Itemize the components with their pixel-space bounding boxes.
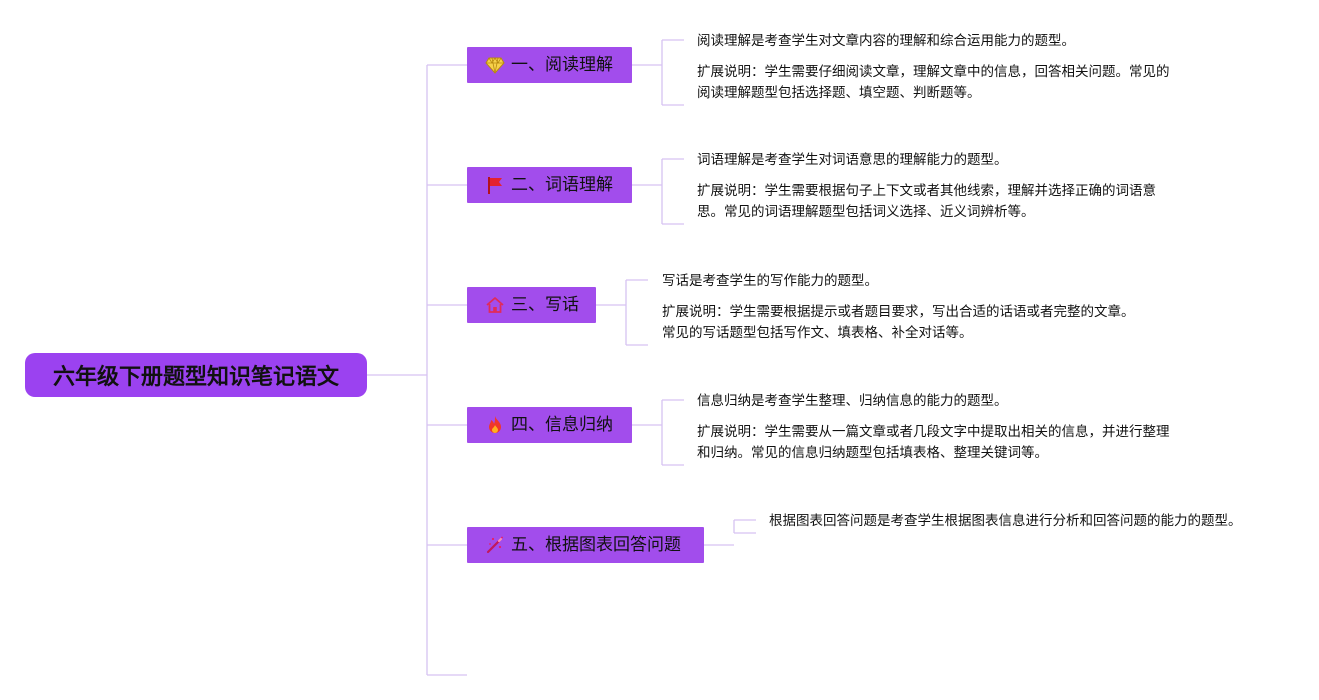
branch-topic-label: 二、词语理解	[511, 175, 613, 195]
note-line: 扩展说明：学生需要从一篇文章或者几段文字中提取出相关的信息，并进行整理	[697, 424, 1170, 440]
note-line: 扩展说明：学生需要根据句子上下文或者其他线索，理解并选择正确的词语意	[697, 183, 1156, 199]
note-line: 阅读理解题型包括选择题、填空题、判断题等。	[697, 85, 981, 101]
note-line: 写话是考查学生的写作能力的题型。	[662, 273, 878, 289]
note-2-1[interactable]: 词语理解是考查学生对词语意思的理解能力的题型。	[697, 150, 1008, 171]
fire-icon	[485, 415, 505, 435]
note-1-2[interactable]: 扩展说明：学生需要仔细阅读文章，理解文章中的信息，回答相关问题。常见的阅读理解题…	[697, 62, 1170, 104]
note-line: 根据图表回答问题是考查学生根据图表信息进行分析和回答问题的能力的题型。	[769, 513, 1242, 529]
flag-icon	[485, 175, 505, 195]
branch-topic-1[interactable]: 一、阅读理解	[467, 47, 632, 83]
note-line: 扩展说明：学生需要仔细阅读文章，理解文章中的信息，回答相关问题。常见的	[697, 64, 1170, 80]
note-line: 常见的写话题型包括写作文、填表格、补全对话等。	[662, 325, 973, 341]
branch-topic-2[interactable]: 二、词语理解	[467, 167, 632, 203]
branch-topic-5[interactable]: 五、根据图表回答问题	[467, 527, 704, 563]
note-3-1[interactable]: 写话是考查学生的写作能力的题型。	[662, 271, 878, 292]
note-line: 思。常见的词语理解题型包括词义选择、近义词辨析等。	[697, 204, 1035, 220]
branch-topic-label: 一、阅读理解	[511, 55, 613, 75]
note-5-1[interactable]: 根据图表回答问题是考查学生根据图表信息进行分析和回答问题的能力的题型。	[769, 511, 1242, 532]
branch-topic-3[interactable]: 三、写话	[467, 287, 596, 323]
note-line: 词语理解是考查学生对词语意思的理解能力的题型。	[697, 152, 1008, 168]
note-line: 扩展说明：学生需要根据提示或者题目要求，写出合适的话语或者完整的文章。	[662, 304, 1135, 320]
branch-topic-4[interactable]: 四、信息归纳	[467, 407, 632, 443]
note-1-1[interactable]: 阅读理解是考查学生对文章内容的理解和综合运用能力的题型。	[697, 31, 1075, 52]
branch-topic-label: 四、信息归纳	[511, 415, 613, 435]
home-icon	[485, 295, 505, 315]
note-line: 和归纳。常见的信息归纳题型包括填表格、整理关键词等。	[697, 445, 1048, 461]
note-4-1[interactable]: 信息归纳是考查学生整理、归纳信息的能力的题型。	[697, 391, 1008, 412]
note-line: 阅读理解是考查学生对文章内容的理解和综合运用能力的题型。	[697, 33, 1075, 49]
branch-topic-label: 三、写话	[511, 295, 579, 315]
diamond-icon	[485, 55, 505, 75]
note-4-2[interactable]: 扩展说明：学生需要从一篇文章或者几段文字中提取出相关的信息，并进行整理和归纳。常…	[697, 422, 1170, 464]
root-topic[interactable]: 六年级下册题型知识笔记语文	[25, 353, 367, 397]
root-topic-label: 六年级下册题型知识笔记语文	[52, 365, 339, 390]
note-3-2[interactable]: 扩展说明：学生需要根据提示或者题目要求，写出合适的话语或者完整的文章。常见的写话…	[662, 302, 1135, 344]
note-line: 信息归纳是考查学生整理、归纳信息的能力的题型。	[697, 393, 1008, 409]
branch-topic-label: 五、根据图表回答问题	[511, 535, 681, 555]
note-2-2[interactable]: 扩展说明：学生需要根据句子上下文或者其他线索，理解并选择正确的词语意思。常见的词…	[697, 181, 1156, 223]
magic-wand-icon	[485, 535, 505, 555]
